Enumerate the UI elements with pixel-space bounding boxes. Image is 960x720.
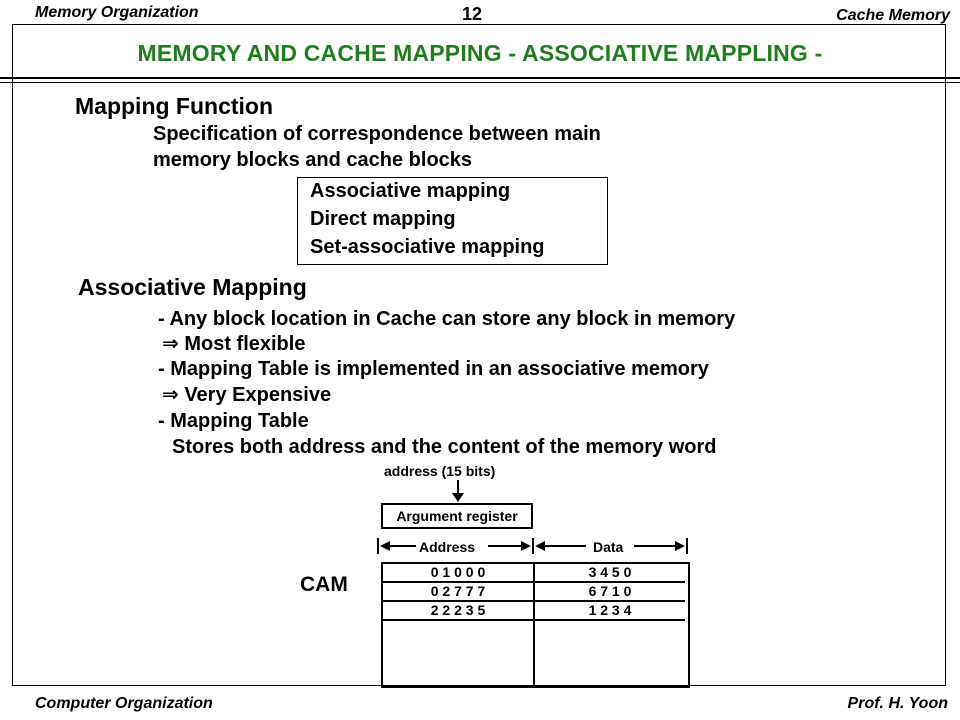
associative-mapping-detail: Stores both address and the content of t… <box>172 436 717 458</box>
associative-mapping-point: - Mapping Table <box>158 410 309 432</box>
mapping-function-description-line-2: memory blocks and cache blocks <box>153 149 473 171</box>
column-span-arrows <box>377 538 688 554</box>
mapping-type-item: Direct mapping <box>310 208 456 230</box>
mapping-function-heading: Mapping Function <box>75 93 274 119</box>
cam-data-cell: 6 7 1 0 <box>535 583 685 602</box>
mapping-types-box: Associative mapping Direct mapping Set-a… <box>297 177 608 265</box>
cam-data-cell: 3 4 5 0 <box>535 564 685 583</box>
cam-data-cell: 1 2 3 4 <box>535 602 685 621</box>
title-rule-thick <box>0 77 960 79</box>
mapping-function-description-line-1: Specification of correspondence between … <box>153 123 601 145</box>
cam-data-column: 3 4 5 0 6 7 1 0 1 2 3 4 <box>535 564 685 686</box>
associative-mapping-point: - Mapping Table is implemented in an ass… <box>158 358 709 380</box>
page-number: 12 <box>462 4 483 24</box>
cam-table: 0 1 0 0 0 0 2 7 7 7 2 2 2 3 5 3 4 5 0 6 … <box>381 562 690 688</box>
footer-author: Prof. H. Yoon <box>847 695 948 712</box>
associative-mapping-point: - Any block location in Cache can store … <box>158 308 736 330</box>
associative-mapping-implication: ⇒ Most flexible <box>162 333 306 355</box>
cam-address-cell: 0 1 0 0 0 <box>383 564 533 583</box>
mapping-type-item: Associative mapping <box>310 180 511 202</box>
column-header-address: Address <box>419 539 476 555</box>
mapping-type-item: Set-associative mapping <box>310 236 545 258</box>
slide-title: MEMORY AND CACHE MAPPING - ASSOCIATIVE M… <box>137 40 823 66</box>
cam-address-column: 0 1 0 0 0 0 2 7 7 7 2 2 2 3 5 <box>383 564 535 686</box>
associative-mapping-implication: ⇒ Very Expensive <box>162 384 332 406</box>
footer-course: Computer Organization <box>35 695 213 712</box>
column-header-data: Data <box>593 539 624 555</box>
cam-address-cell: 0 2 7 7 7 <box>383 583 533 602</box>
argument-register: Argument register <box>381 503 533 529</box>
slide-frame <box>12 24 946 686</box>
cam-label: CAM <box>300 573 348 596</box>
address-input-arrow <box>452 480 464 502</box>
associative-mapping-heading: Associative Mapping <box>78 274 307 300</box>
header-course-section: Memory Organization <box>35 4 199 21</box>
header-topic: Cache Memory <box>836 7 950 24</box>
cam-address-cell: 2 2 2 3 5 <box>383 602 533 621</box>
title-rule-thin <box>0 82 960 83</box>
address-width-label: address (15 bits) <box>384 463 496 479</box>
